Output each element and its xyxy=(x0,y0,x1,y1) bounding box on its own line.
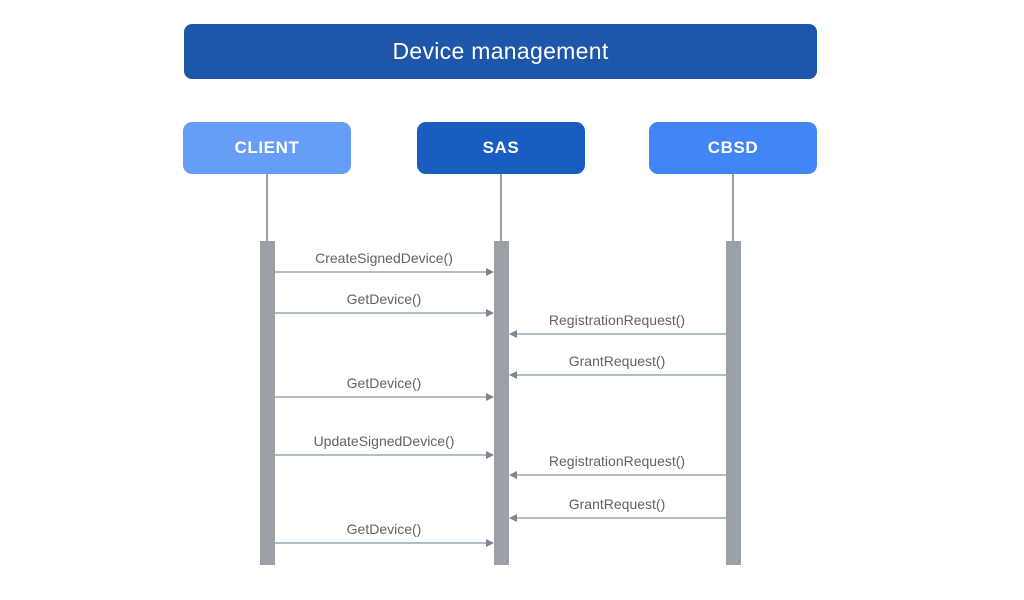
diagram-title: Device management xyxy=(184,24,817,79)
arrowhead-icon xyxy=(485,539,494,547)
actor-label-sas: SAS xyxy=(482,138,520,157)
message-label: GetDevice() xyxy=(346,521,422,537)
arrowhead-icon xyxy=(508,471,517,479)
activation-bar-sas xyxy=(493,241,509,565)
actor-box-client: CLIENT xyxy=(183,122,351,174)
lifeline-client xyxy=(266,174,268,241)
message-arrow xyxy=(274,542,487,544)
message-label: GetDevice() xyxy=(346,375,422,391)
message-label: RegistrationRequest() xyxy=(548,453,686,469)
arrowhead-icon xyxy=(485,309,494,317)
message-arrow xyxy=(515,517,726,519)
message-arrow xyxy=(274,396,487,398)
message-arrow xyxy=(515,474,726,476)
message-arrow xyxy=(515,374,726,376)
message-label: RegistrationRequest() xyxy=(548,312,686,328)
arrowhead-icon xyxy=(508,330,517,338)
message-label: GrantRequest() xyxy=(568,353,666,369)
actor-box-sas: SAS xyxy=(417,122,585,174)
message-label: GrantRequest() xyxy=(568,496,666,512)
message-arrow xyxy=(515,333,726,335)
actor-label-cbsd: CBSD xyxy=(707,138,759,157)
message-arrow xyxy=(274,454,487,456)
message-label: GetDevice() xyxy=(346,291,422,307)
message-label: UpdateSignedDevice() xyxy=(313,433,455,449)
arrowhead-icon xyxy=(485,393,494,401)
lifeline-sas xyxy=(500,174,502,241)
lifeline-cbsd xyxy=(732,174,734,241)
arrowhead-icon xyxy=(485,268,494,276)
arrowhead-icon xyxy=(508,371,517,379)
arrowhead-icon xyxy=(508,514,517,522)
message-arrow xyxy=(274,312,487,314)
actor-box-cbsd: CBSD xyxy=(649,122,817,174)
activation-bar-client xyxy=(259,241,275,565)
arrowhead-icon xyxy=(485,451,494,459)
message-label: CreateSignedDevice() xyxy=(315,250,453,266)
activation-bar-cbsd xyxy=(725,241,741,565)
actor-label-client: CLIENT xyxy=(234,138,300,157)
message-arrow xyxy=(274,271,487,273)
